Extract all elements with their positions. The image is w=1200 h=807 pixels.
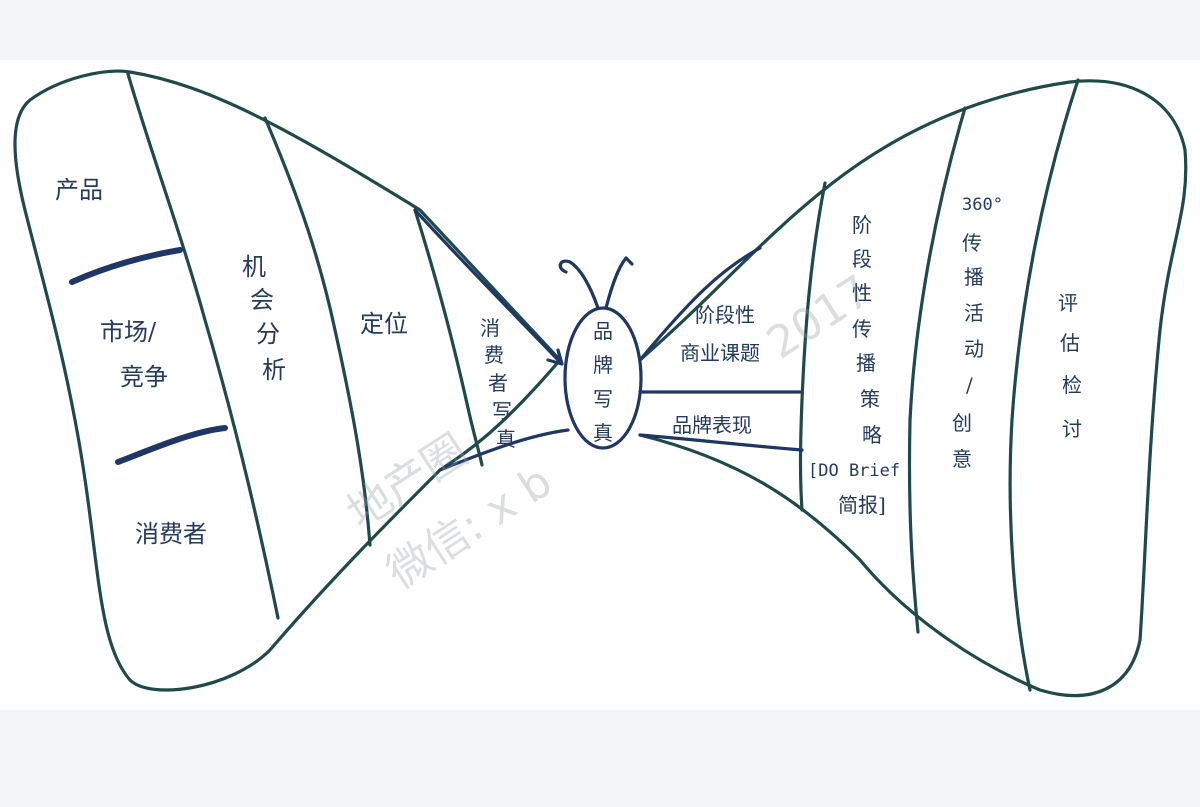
left-band3-label: 定位 (360, 310, 408, 338)
right-eval-char-3: 检 (1062, 373, 1082, 397)
left-band4-char-2: 费 (484, 343, 504, 367)
right-eval-char-4: 讨 (1062, 417, 1082, 441)
left-arrow-head (546, 348, 564, 366)
right-lower-connector (638, 433, 804, 452)
left-band-divider-1 (126, 72, 280, 620)
right-strategy-char-7: 略 (862, 423, 882, 447)
right-360-char-4: 动 (964, 337, 984, 361)
antenna-right (604, 256, 634, 310)
right-upper-label-line1: 阶段性 (695, 303, 755, 327)
right-360-char-1: 传 (962, 231, 982, 255)
right-strategy-char-2: 段 (852, 247, 872, 271)
right-upper-label-line2: 商业课题 (680, 341, 760, 365)
body-char-1: 品 (593, 319, 613, 343)
right-band-divider-1 (798, 181, 827, 512)
left-band2-char-1: 机 (242, 253, 266, 281)
right-strategy-note-line1: [DO Brief (808, 461, 900, 481)
paper-sheet (0, 60, 1200, 710)
left-band2-char-3: 分 (256, 320, 280, 348)
right-eval-char-1: 评 (1058, 291, 1078, 315)
right-band-divider-2 (907, 106, 967, 634)
left-lower-connector (438, 428, 570, 472)
right-360-char-2: 播 (964, 265, 984, 289)
right-360-char-5: / (966, 373, 973, 397)
right-lower-label: 品牌表现 (672, 413, 752, 437)
right-360-char-6: 创 (952, 411, 972, 435)
right-360-char-7: 意 (952, 447, 972, 471)
left-band-divider-2 (263, 116, 372, 547)
right-band-divider-3 (1008, 78, 1080, 692)
right-360-heading: 360° (962, 195, 1003, 215)
antenna-left (558, 259, 600, 310)
left-band4-char-4: 写 (492, 399, 512, 423)
body-char-2: 牌 (593, 353, 613, 377)
left-band1-item-market: 市场/ (100, 318, 157, 346)
left-band4-char-1: 消 (480, 316, 500, 340)
right-360-char-3: 活 (964, 301, 984, 325)
left-band4-char-3: 者 (488, 371, 508, 395)
left-band1-item-competition: 竞争 (120, 363, 168, 391)
left-band2-char-2: 会 (250, 286, 274, 314)
body-char-3: 写 (593, 387, 613, 411)
right-strategy-char-3: 性 (852, 281, 872, 305)
right-strategy-char-6: 策 (860, 387, 880, 411)
left-band1-item-consumer: 消费者 (135, 520, 207, 548)
left-dash-upper (69, 247, 183, 285)
body-char-4: 真 (593, 421, 613, 445)
left-wing-outline (13, 69, 562, 692)
right-upper-connector (638, 246, 762, 362)
left-band-divider-3 (413, 208, 484, 467)
left-upper-connector (413, 208, 562, 364)
left-band2-char-4: 析 (262, 356, 286, 384)
left-band1-item-product: 产品 (55, 176, 103, 204)
left-band4-char-5: 真 (496, 427, 516, 451)
right-strategy-char-4: 传 (852, 317, 872, 341)
right-strategy-char-1: 阶 (852, 213, 872, 237)
right-wing-outline (638, 79, 1188, 698)
right-strategy-char-5: 播 (856, 351, 876, 375)
left-dash-lower (115, 425, 228, 465)
butterfly-body (563, 306, 643, 450)
right-eval-char-2: 估 (1060, 331, 1080, 355)
right-strategy-note-line2: 简报] (838, 493, 886, 517)
